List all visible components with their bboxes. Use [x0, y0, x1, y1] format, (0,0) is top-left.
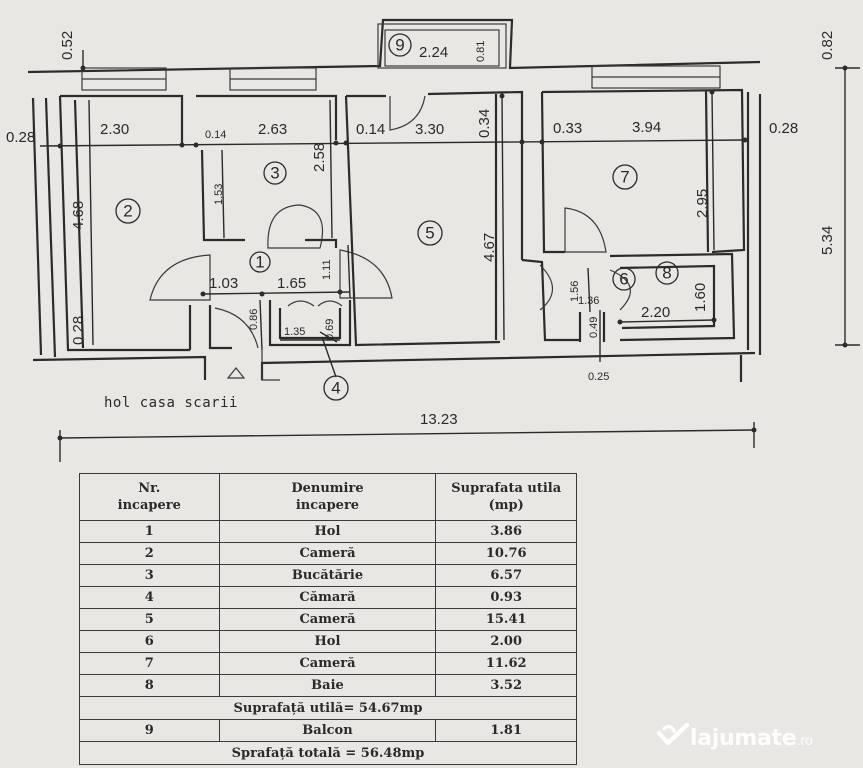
- dim-label: 3.30: [415, 121, 444, 138]
- dim-label: 0.28: [769, 120, 798, 137]
- header-useful-area: Suprafata utila(mp): [435, 473, 577, 521]
- dim-label: 4.68: [70, 201, 87, 230]
- room-marker: 2: [123, 202, 132, 221]
- room-marker: 4: [331, 379, 340, 398]
- dim-label: 1.65: [277, 275, 306, 292]
- stair-hall-label: hol casa scarii: [104, 395, 238, 411]
- dim-label: 0.28: [6, 129, 35, 146]
- room-marker: 1: [255, 253, 264, 272]
- dim-label: 1.56: [569, 281, 581, 302]
- watermark-brand: lajumate: [690, 726, 797, 751]
- dim-label: 13.23: [420, 411, 458, 428]
- dim-label: 0.25: [588, 371, 609, 383]
- dim-label: 0.14: [356, 121, 385, 138]
- heart-check-icon: [656, 723, 690, 746]
- dim-label: 0.86: [248, 309, 260, 330]
- dim-label: 1.03: [209, 275, 238, 292]
- grand-total: Sprafață totală = 56.48mp: [79, 741, 577, 765]
- dim-label: 0.82: [819, 31, 836, 60]
- brand-watermark: lajumate.ro: [656, 723, 813, 751]
- dim-label: 1.35: [284, 326, 305, 338]
- dim-label: 2.95: [694, 189, 711, 218]
- window-marks: [81, 23, 721, 91]
- dim-label: 1.60: [692, 283, 709, 312]
- room-marker: 6: [619, 270, 628, 289]
- header-room-number: Nr.incapere: [79, 473, 220, 521]
- dimension-labels: 0.52 0.82 0.28 0.28 2.30 0.14 2.63 0.14 …: [6, 31, 836, 428]
- dim-label: 0.49: [588, 317, 600, 338]
- dim-label: 1.11: [321, 259, 333, 280]
- useful-total: Suprafață utilă= 54.67mp: [79, 696, 577, 720]
- dim-label: 5.34: [819, 226, 836, 255]
- dim-label: 0.14: [205, 129, 226, 141]
- dim-label: 0.81: [475, 41, 487, 62]
- room-marker: 3: [270, 164, 279, 183]
- room-marker: 9: [395, 36, 404, 55]
- room-marker: 7: [620, 168, 629, 187]
- dim-label: 2.58: [311, 143, 328, 172]
- dim-label: 2.24: [419, 44, 448, 61]
- dim-label: 1.53: [213, 184, 225, 205]
- room-markers: 1 2 3 4 5 6 7 8 9: [115, 33, 679, 401]
- dim-label: 2.30: [100, 121, 129, 138]
- useful-total-row: Suprafață utilă= 54.67mp: [79, 696, 577, 720]
- dim-label: 0.34: [476, 109, 493, 138]
- dim-label: 2.20: [641, 304, 670, 321]
- dimension-lines: [39, 50, 860, 462]
- dim-label: 3.94: [632, 119, 661, 136]
- dim-label: 2.63: [258, 121, 287, 138]
- floor-plan: 0.52 0.82 0.28 0.28 2.30 0.14 2.63 0.14 …: [6, 18, 860, 462]
- dim-label: 4.67: [481, 233, 498, 262]
- watermark-tld: .ro: [796, 734, 813, 749]
- dim-label: 0.69: [324, 319, 336, 340]
- dim-label: 0.33: [553, 120, 582, 137]
- room-marker: 5: [425, 224, 434, 243]
- room-marker: 8: [662, 264, 671, 283]
- dim-label: 0.28: [70, 316, 87, 345]
- dim-label: 0.52: [59, 31, 76, 60]
- grand-total-row: Sprafață totală = 56.48mp: [79, 741, 577, 765]
- dim-label: 1.36: [578, 295, 599, 307]
- room-walls: [58, 88, 746, 352]
